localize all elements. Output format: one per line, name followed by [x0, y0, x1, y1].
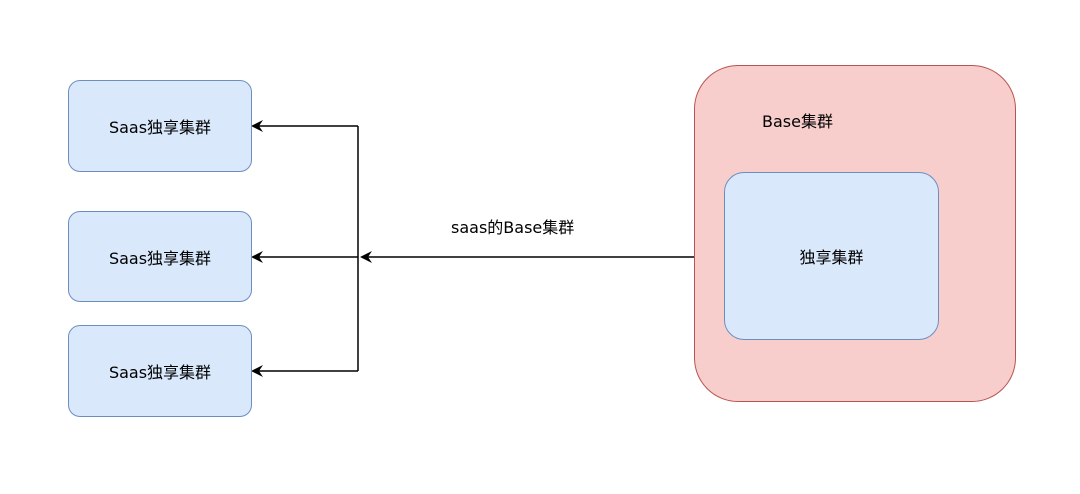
exclusive-cluster-label: 独享集群: [799, 248, 864, 267]
saas-cluster-label-1: Saas独享集群: [108, 118, 212, 137]
saas-cluster-node-1[interactable]: Saas独享集群: [68, 80, 252, 172]
edge-label: saas的Base集群: [451, 218, 575, 237]
saas-cluster-label-2: Saas独享集群: [108, 248, 212, 268]
base-cluster-label: Base集群: [762, 112, 833, 131]
saas-cluster-node-2[interactable]: Saas独享集群: [68, 211, 252, 302]
saas-cluster-label-3: Saas独享集群: [108, 363, 212, 382]
exclusive-cluster-node[interactable]: 独享集群: [724, 172, 939, 340]
saas-cluster-node-3[interactable]: Saas独享集群: [68, 325, 252, 417]
